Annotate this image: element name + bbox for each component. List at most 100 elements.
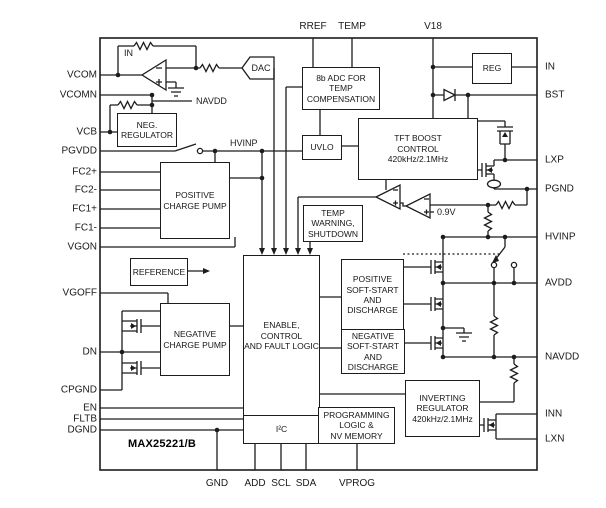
block-adc-label: 8b ADC FOR TEMP COMPENSATION	[306, 72, 376, 104]
opamp-ground-icon	[168, 87, 184, 97]
navdd-inv-resistor-icon	[509, 363, 519, 384]
block-i2c: I²C	[243, 415, 320, 444]
avdd-switch-arm-head	[492, 255, 499, 263]
switch-contacts	[196, 147, 518, 269]
pin-label-pgvdd: PGVDD	[61, 145, 97, 157]
block-i2c-label: I²C	[275, 424, 288, 435]
pin-label-temp: TEMP	[338, 21, 366, 32]
vcb-resistor-icon	[117, 100, 138, 110]
pin-label-lxn: LXN	[545, 433, 565, 445]
block-uvlo: UVLO	[302, 135, 342, 160]
pin-label-hvinp: HVINP	[545, 231, 576, 243]
block-neg-charge-pump: NEGATIVE CHARGE PUMP	[160, 303, 230, 376]
pin-label-fc2n: FC2-	[74, 184, 97, 196]
junction-dots	[107, 64, 530, 433]
block-inverting-regulator: INVERTING REGULATOR 420kHz/2.1MHz	[405, 380, 480, 437]
dac-series-resistor-icon	[199, 63, 220, 73]
block-tft-boost-label: TFT BOOST CONTROL 420kHz/2.1MHz	[387, 133, 449, 165]
block-reg: REG	[472, 53, 512, 84]
lowside-mosfet-icon	[476, 160, 495, 180]
pin-label-avdd: AVDD	[545, 277, 573, 289]
block-neg-regulator: NEG. REGULATOR	[117, 113, 177, 147]
block-enable-logic-label: ENABLE, CONTROL AND FAULT LOGIC	[244, 320, 319, 352]
block-reg-label: REG	[482, 63, 502, 74]
pin-label-fc2p: FC2+	[72, 166, 97, 178]
block-programming-label: PROGRAMMING LOGIC & NV MEMORY	[323, 409, 390, 441]
opamp-signs	[156, 67, 162, 85]
divider-resistor-h-icon	[495, 200, 516, 210]
pin-label-dn: DN	[82, 346, 97, 358]
pin-label-in: IN	[545, 61, 555, 73]
hvinp-internal-label: HVINP	[230, 138, 258, 148]
pin-label-bst: BST	[545, 89, 565, 101]
softstart-mosfet-1-icon	[430, 260, 443, 274]
highside-mosfet-arrow	[502, 132, 508, 137]
pin-label-lxp: LXP	[545, 154, 564, 166]
block-uvlo-label: UVLO	[310, 142, 334, 153]
softstart-mosfet-3-icon	[430, 336, 443, 350]
block-temp-warning: TEMP WARNING, SHUTDOWN	[303, 205, 363, 242]
block-pos-charge-pump-label: POSITIVE CHARGE PUMP	[163, 190, 227, 211]
inverting-mosfet-icon	[478, 413, 537, 440]
pin-label-v18: V18	[424, 21, 442, 32]
pin-label-vgoff: VGOFF	[62, 287, 97, 299]
pin-label-fltb: FLTB	[73, 413, 97, 425]
feedback-resistor-icon	[133, 41, 154, 51]
inverting-mosfet-arrow	[489, 422, 494, 428]
pin-label-sda: SDA	[295, 478, 317, 489]
pin-label-pgnd: PGND	[545, 183, 574, 195]
block-neg-regulator-label: NEG. REGULATOR	[120, 119, 174, 140]
pin-label-en: EN	[83, 402, 97, 414]
softstart-mosfet-2-icon	[430, 297, 443, 311]
block-pos-soft-start-label: POSITIVE SOFT-START AND DISCHARGE	[346, 274, 399, 316]
comparator-ref-label: 0.9V	[437, 207, 456, 217]
block-temp-warning-label: TEMP WARNING, SHUTDOWN	[307, 207, 359, 239]
reference-arrowhead	[203, 268, 210, 274]
logic-input-arrowheads	[259, 248, 313, 255]
pgvdd-hvinp-wires	[100, 143, 302, 248]
block-pos-soft-start: POSITIVE SOFT-START AND DISCHARGE	[341, 259, 404, 331]
ncp-wires	[100, 292, 169, 391]
block-enable-logic: ENABLE, CONTROL AND FAULT LOGIC	[243, 255, 320, 417]
avdd-navdd-resistor-icon	[489, 315, 499, 336]
top-supply-wires	[312, 38, 537, 127]
pin-label-navdd: NAVDD	[545, 351, 580, 363]
comparator-1-symbol	[374, 183, 401, 211]
current-sense-icon	[486, 179, 502, 189]
pin-label-cpgnd: CPGND	[60, 384, 97, 396]
opamp-symbol	[140, 58, 167, 92]
pin-label-dgnd: DGND	[67, 424, 97, 436]
block-inverting-regulator-label: INVERTING REGULATOR 420kHz/2.1MHz	[412, 392, 473, 424]
divider-resistor-v-icon	[483, 211, 493, 232]
pin-label-vcom: VCOM	[67, 69, 97, 81]
digital-wires	[100, 407, 358, 470]
pin-label-vcomn: VCOMN	[59, 89, 97, 101]
logic-input-wires	[273, 68, 406, 248]
dac-symbol	[241, 56, 275, 80]
opamp-in-label: IN	[124, 48, 133, 58]
ncp-mosfet-arrows	[131, 323, 136, 371]
highside-mosfet-icon	[497, 126, 513, 160]
dac-label: DAC	[251, 63, 271, 73]
pin-label-inn: INN	[545, 408, 563, 420]
block-adc: 8b ADC FOR TEMP COMPENSATION	[302, 67, 380, 110]
pin-label-gnd: GND	[205, 478, 229, 489]
pin-label-fc1p: FC1+	[72, 203, 97, 215]
block-neg-charge-pump-label: NEGATIVE CHARGE PUMP	[163, 329, 227, 350]
pin-label-vcb: VCB	[76, 126, 97, 138]
comparator-signs	[393, 189, 429, 215]
pin-label-vgon: VGON	[67, 241, 97, 253]
block-neg-soft-start: NEGATIVE SOFT-START AND DISCHARGE	[341, 329, 405, 374]
softstart-mosfet-arrows	[436, 264, 441, 346]
block-neg-soft-start-label: NEGATIVE SOFT-START AND DISCHARGE	[346, 330, 400, 372]
navdd-internal-label: NAVDD	[196, 96, 227, 106]
block-reference: REFERENCE	[130, 258, 188, 286]
pin-label-scl: SCL	[271, 478, 291, 489]
block-pos-charge-pump: POSITIVE CHARGE PUMP	[160, 162, 230, 239]
pin-label-rref: RREF	[299, 21, 327, 32]
lxp-pgnd-wires	[430, 159, 537, 237]
right-ground-icon	[456, 332, 472, 342]
pin-label-fc1n: FC1-	[74, 222, 97, 234]
